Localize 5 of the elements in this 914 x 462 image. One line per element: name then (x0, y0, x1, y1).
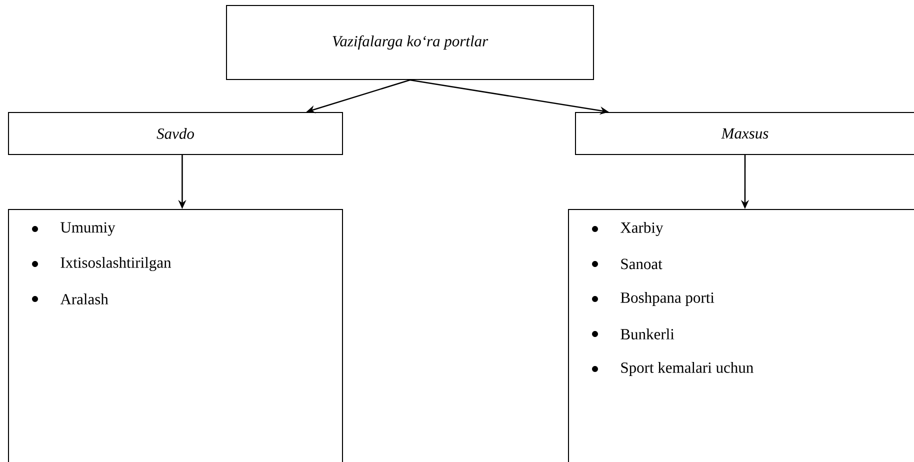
list-box: Umumiy Ixtisoslashtirilgan Aralash (8, 209, 343, 462)
category-box: Maxsus (575, 112, 914, 155)
category-box: Savdo (8, 112, 343, 155)
category-box: Vazifalarga ko‘ra portlar (226, 5, 594, 80)
list-box: Xarbiy Sanoat Boshpana porti Bunkerli Sport kemalari uchun (568, 209, 914, 462)
